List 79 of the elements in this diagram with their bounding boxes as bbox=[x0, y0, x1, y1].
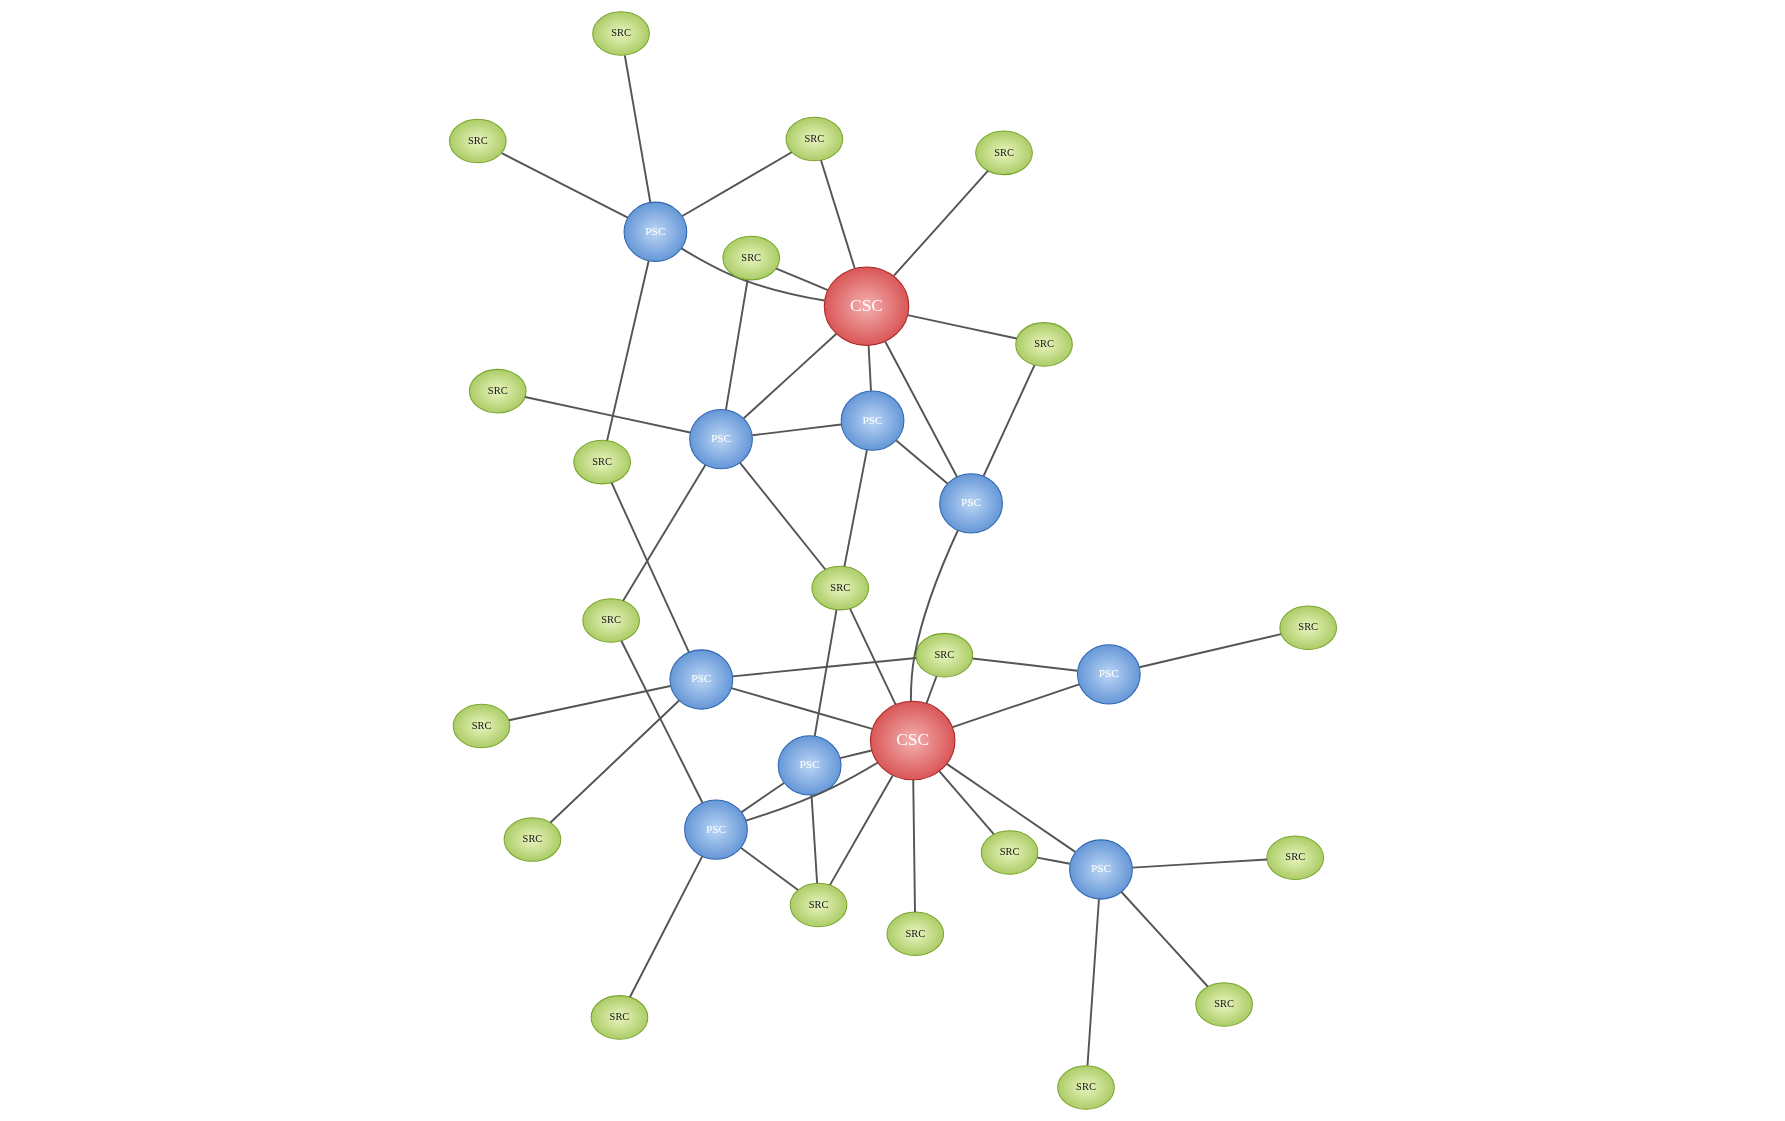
connector bbox=[729, 687, 873, 730]
node-circle: PSC bbox=[938, 473, 1003, 534]
node-ellipse: SRC bbox=[1278, 605, 1337, 651]
node-ellipse: SRC bbox=[914, 632, 973, 678]
connector bbox=[744, 761, 879, 822]
connector bbox=[909, 529, 959, 703]
connector bbox=[739, 846, 799, 891]
connector bbox=[724, 278, 749, 411]
connector bbox=[523, 396, 691, 434]
connector bbox=[982, 364, 1035, 477]
connector bbox=[810, 794, 818, 885]
connector bbox=[507, 685, 671, 722]
connector bbox=[679, 247, 825, 302]
connector bbox=[619, 640, 703, 804]
connector bbox=[750, 423, 842, 437]
connector bbox=[883, 340, 958, 478]
connector bbox=[971, 657, 1078, 672]
connector bbox=[813, 608, 837, 738]
node-ellipse: SRC bbox=[980, 830, 1038, 875]
connector bbox=[740, 782, 785, 814]
node-circle: CSC bbox=[823, 266, 909, 346]
node-circle: PSC bbox=[1076, 644, 1141, 705]
node-ellipse: SRC bbox=[885, 911, 944, 957]
connector bbox=[819, 159, 856, 270]
connector bbox=[731, 657, 917, 678]
node-ellipse: SRC bbox=[590, 995, 648, 1040]
node-ellipse: SRC bbox=[1014, 322, 1073, 367]
node-ellipse: SRC bbox=[591, 11, 650, 56]
node-circle: CSC bbox=[869, 700, 955, 781]
node-circle: PSC bbox=[777, 735, 842, 796]
node-ellipse: SRC bbox=[974, 130, 1033, 176]
connector bbox=[848, 608, 896, 706]
node-ellipse: SRC bbox=[810, 565, 869, 611]
connector bbox=[894, 439, 948, 485]
node-ellipse: SRC bbox=[1265, 835, 1324, 881]
connector bbox=[892, 169, 989, 277]
connector bbox=[925, 675, 937, 705]
connector bbox=[774, 267, 829, 291]
connector bbox=[1086, 898, 1100, 1067]
connector bbox=[680, 151, 793, 217]
connector bbox=[1131, 858, 1268, 869]
connector bbox=[838, 749, 873, 760]
connector bbox=[500, 152, 629, 219]
node-ellipse: SRC bbox=[468, 368, 527, 414]
connector bbox=[628, 855, 703, 998]
node-ellipse: SRC bbox=[789, 882, 847, 928]
node-ellipse: SRC bbox=[572, 439, 631, 485]
node-circle: PSC bbox=[688, 408, 753, 470]
node-ellipse: SRC bbox=[503, 817, 561, 862]
connector bbox=[1120, 891, 1209, 988]
node-ellipse: SRC bbox=[581, 598, 640, 643]
connector bbox=[906, 314, 1018, 340]
connector bbox=[549, 699, 680, 824]
node-circle: PSC bbox=[668, 649, 733, 710]
connector bbox=[951, 683, 1080, 728]
node-ellipse: SRC bbox=[721, 235, 780, 281]
node-ellipse: SRC bbox=[785, 116, 843, 162]
node-circle: PSC bbox=[1068, 839, 1133, 900]
connector bbox=[1035, 856, 1071, 865]
node-ellipse: SRC bbox=[448, 118, 507, 164]
connector bbox=[621, 463, 706, 602]
node-ellipse: SRC bbox=[1194, 982, 1253, 1027]
connector bbox=[842, 448, 868, 568]
node-ellipse: SRC bbox=[1056, 1065, 1115, 1110]
connector bbox=[610, 481, 690, 654]
connector bbox=[828, 774, 894, 886]
connector bbox=[742, 332, 837, 420]
node-circle: PSC bbox=[623, 201, 687, 262]
connector bbox=[605, 260, 650, 442]
connector bbox=[911, 779, 916, 913]
connector bbox=[945, 762, 1076, 853]
node-ellipse: SRC bbox=[452, 703, 510, 749]
node-circle: PSC bbox=[683, 799, 748, 860]
connector bbox=[867, 344, 872, 392]
connector bbox=[738, 461, 826, 571]
connector bbox=[623, 54, 651, 204]
node-circle: PSC bbox=[840, 390, 904, 451]
connector bbox=[937, 770, 995, 836]
connector bbox=[1137, 633, 1282, 669]
